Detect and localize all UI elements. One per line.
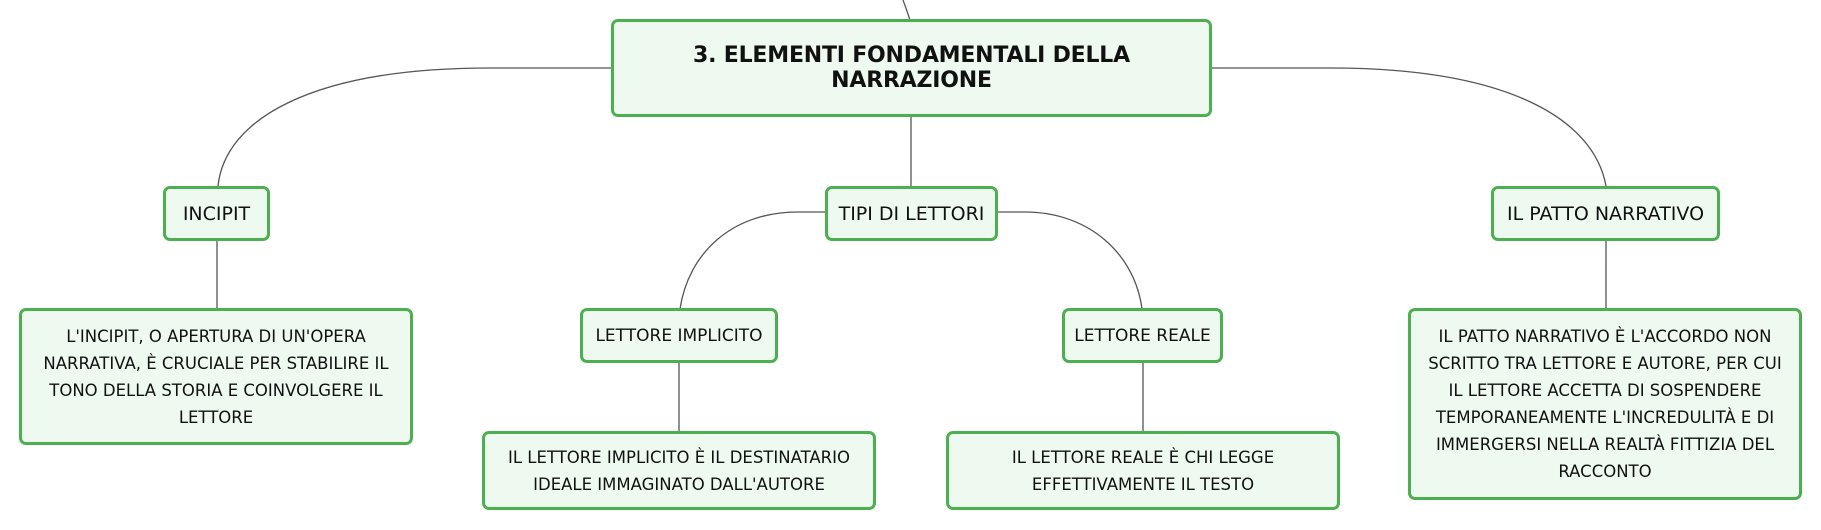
topic-node-incipit[interactable]: INCIPIT [163,186,270,241]
patto-narrativo-description-text: IL PATTO NARRATIVO È L'ACCORDO NON SCRIT… [1428,327,1782,481]
incipit-description-node[interactable]: L'INCIPIT, O APERTURA DI UN'OPERA NARRAT… [19,308,413,445]
root-node[interactable]: 3. ELEMENTI FONDAMENTALI DELLA NARRAZION… [611,19,1212,117]
subtopic-node-lettore-reale-label: LETTORE REALE [1074,325,1211,346]
topic-node-tipi-di-lettori-label: TIPI DI LETTORI [838,202,985,225]
edge-tipi-to-reale [997,211,1143,310]
topic-node-incipit-label: INCIPIT [182,202,251,225]
edge-tipi-to-implicito [679,211,826,310]
topic-node-tipi-di-lettori[interactable]: TIPI DI LETTORI [825,186,998,241]
lettore-implicito-description-node[interactable]: IL LETTORE IMPLICITO È IL DESTINATARIO I… [482,431,876,510]
topic-node-patto-narrativo[interactable]: IL PATTO NARRATIVO [1491,186,1720,241]
lettore-reale-description-node[interactable]: IL LETTORE REALE È CHI LEGGE EFFETTIVAME… [946,431,1340,510]
subtopic-node-lettore-reale[interactable]: LETTORE REALE [1062,308,1223,363]
edge-root-to-incipit [217,67,612,187]
edge-parent-to-root [902,0,911,21]
topic-node-patto-narrativo-label: IL PATTO NARRATIVO [1506,202,1705,225]
patto-narrativo-description-node[interactable]: IL PATTO NARRATIVO È L'ACCORDO NON SCRIT… [1408,308,1802,500]
subtopic-node-lettore-implicito-label: LETTORE IMPLICITO [595,325,763,346]
lettore-reale-description-text: IL LETTORE REALE È CHI LEGGE EFFETTIVAME… [1011,447,1275,494]
root-node-label: 3. ELEMENTI FONDAMENTALI DELLA NARRAZION… [693,43,1130,93]
edge-root-to-patto [1211,67,1607,187]
incipit-description-text: L'INCIPIT, O APERTURA DI UN'OPERA NARRAT… [43,326,389,427]
lettore-implicito-description-text: IL LETTORE IMPLICITO È IL DESTINATARIO I… [508,447,850,494]
subtopic-node-lettore-implicito[interactable]: LETTORE IMPLICITO [580,308,778,363]
